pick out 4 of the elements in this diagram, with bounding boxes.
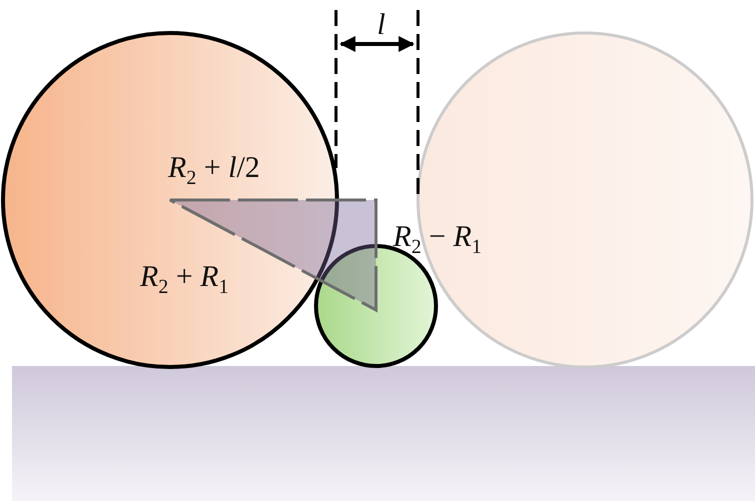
math-label: R$_{2}$ − R$_{1}$ (393, 222, 482, 257)
math-label: R$_{2}$ + R$_{1}$ (140, 262, 229, 297)
math-label: R$_{2}$ + l/2 (168, 153, 260, 188)
math-label: l (377, 10, 386, 40)
